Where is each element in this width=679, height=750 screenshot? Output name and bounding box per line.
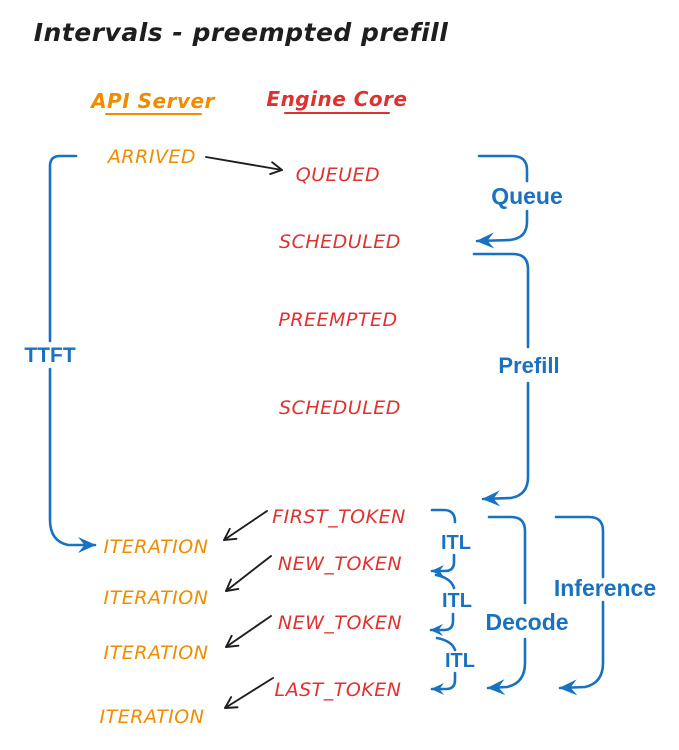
interval-itl-3-label: ITL <box>445 650 475 672</box>
event-iteration-4: ITERATION <box>100 706 205 728</box>
queue-bracket-bottom-arrow <box>475 209 529 249</box>
inference-bracket-bottom-arrow <box>558 600 605 696</box>
column-header-api-server: API Server <box>89 89 215 113</box>
inference-bracket-top <box>554 515 605 579</box>
itl-bracket-1-arrow <box>430 553 456 577</box>
interval-queue-label: Queue <box>491 183 563 209</box>
queue-bracket-top <box>477 154 529 183</box>
arrow-first-token-to-iteration <box>223 510 268 541</box>
event-preempted: PREEMPTED <box>278 309 397 331</box>
interval-inference-label: Inference <box>554 575 656 601</box>
event-new-token-2: NEW_TOKEN <box>278 612 402 634</box>
event-new-token-1: NEW_TOKEN <box>278 553 402 575</box>
prefill-bracket-bottom-arrow <box>481 381 530 507</box>
event-iteration-1: ITERATION <box>104 536 209 558</box>
event-iteration-2: ITERATION <box>104 587 209 609</box>
itl-bracket-2-top <box>434 573 456 590</box>
itl-bracket-1-top <box>430 508 457 524</box>
event-arrived: ARRIVED <box>106 146 196 168</box>
event-queued: QUEUED <box>296 164 380 186</box>
prefill-bracket-top <box>472 252 530 349</box>
interval-ttft-label: TTFT <box>24 344 75 367</box>
itl-bracket-2-arrow <box>429 612 455 636</box>
interval-itl-2-label: ITL <box>442 590 472 612</box>
event-last-token: LAST_TOKEN <box>275 679 402 701</box>
decode-bracket-bottom-arrow <box>486 637 527 696</box>
decode-bracket-top <box>487 515 527 605</box>
arrow-new-token1-to-iteration <box>225 555 272 592</box>
arrow-new-token2-to-iteration <box>225 615 272 648</box>
itl-bracket-3-arrow <box>430 671 457 695</box>
arrow-last-token-to-iteration <box>224 677 274 709</box>
diagram-title: Intervals - preempted prefill <box>34 18 449 47</box>
column-header-engine-core: Engine Core <box>266 87 407 111</box>
event-scheduled-2: SCHEDULED <box>279 397 401 419</box>
arrow-arrived-to-queued <box>205 156 283 176</box>
ttft-bracket-bottom-arrow <box>48 367 97 553</box>
event-iteration-3: ITERATION <box>104 642 209 664</box>
interval-decode-label: Decode <box>485 609 568 635</box>
itl-bracket-3-top <box>435 636 457 652</box>
event-scheduled-1: SCHEDULED <box>279 231 401 253</box>
interval-itl-1-label: ITL <box>441 532 471 554</box>
event-first-token: FIRST_TOKEN <box>272 506 406 528</box>
ttft-bracket-top <box>48 154 78 343</box>
interval-prefill-label: Prefill <box>498 353 559 378</box>
